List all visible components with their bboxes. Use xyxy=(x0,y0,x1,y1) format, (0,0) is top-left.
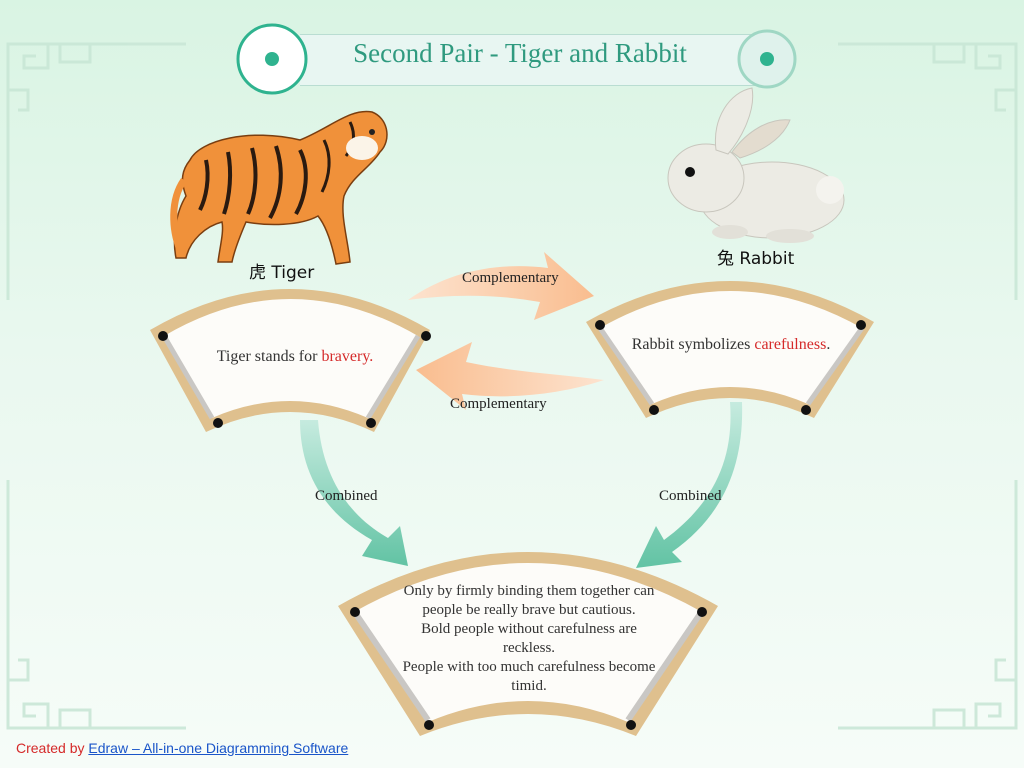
complementary-label-top: Complementary xyxy=(462,270,559,286)
rabbit-description-highlight: carefulness xyxy=(754,336,827,353)
tiger-label: 虎 Tiger xyxy=(249,263,315,283)
title-ornaments xyxy=(236,23,797,95)
combined-label-right: Combined xyxy=(659,488,722,504)
footer-edraw-link[interactable]: Edraw – All-in-one Diagramming Software xyxy=(88,740,349,756)
title-banner xyxy=(300,34,778,86)
tiger-icon xyxy=(170,110,388,265)
complementary-label-bottom: Complementary xyxy=(450,396,547,412)
combined-arrow-left xyxy=(300,420,408,566)
tiger-description-highlight: bravery xyxy=(321,348,370,365)
rabbit-icon xyxy=(667,87,845,243)
complementary-arrow-right xyxy=(408,252,594,320)
tiger-description: Tiger stands for bravery. xyxy=(180,348,410,366)
conclusion-line: people be really brave but cautious. xyxy=(422,602,636,618)
conclusion-line: Only by firmly binding them together can xyxy=(403,583,655,599)
conclusion-text: Only by firmly binding them together can… xyxy=(384,582,674,696)
conclusion-fan-card xyxy=(338,552,718,736)
rabbit-fan-card xyxy=(586,281,874,418)
footer-created-by: Created by xyxy=(16,740,89,756)
footer-credit: Created by Edraw – All-in-one Diagrammin… xyxy=(16,740,348,756)
tiger-description-suffix: . xyxy=(369,348,374,365)
rabbit-description-suffix: . xyxy=(826,336,831,353)
combined-label-left: Combined xyxy=(315,488,378,504)
conclusion-line: Bold people without carefulness are xyxy=(421,621,637,637)
conclusion-line: timid. xyxy=(511,678,547,694)
combined-arrow-right xyxy=(636,402,743,568)
rabbit-description-prefix: Rabbit symbolizes xyxy=(631,336,755,353)
conclusion-line: People with too much carefulness become xyxy=(402,659,656,675)
conclusion-line: reckless. xyxy=(502,640,556,656)
tiger-fan-card xyxy=(150,289,431,432)
tiger-description-prefix: Tiger stands for xyxy=(216,348,322,365)
rabbit-label: 兔 Rabbit xyxy=(717,249,795,269)
rabbit-description: Rabbit symbolizes carefulness. xyxy=(606,336,856,354)
complementary-arrow-left xyxy=(416,342,604,410)
page-title: Second Pair - Tiger and Rabbit xyxy=(353,38,687,68)
